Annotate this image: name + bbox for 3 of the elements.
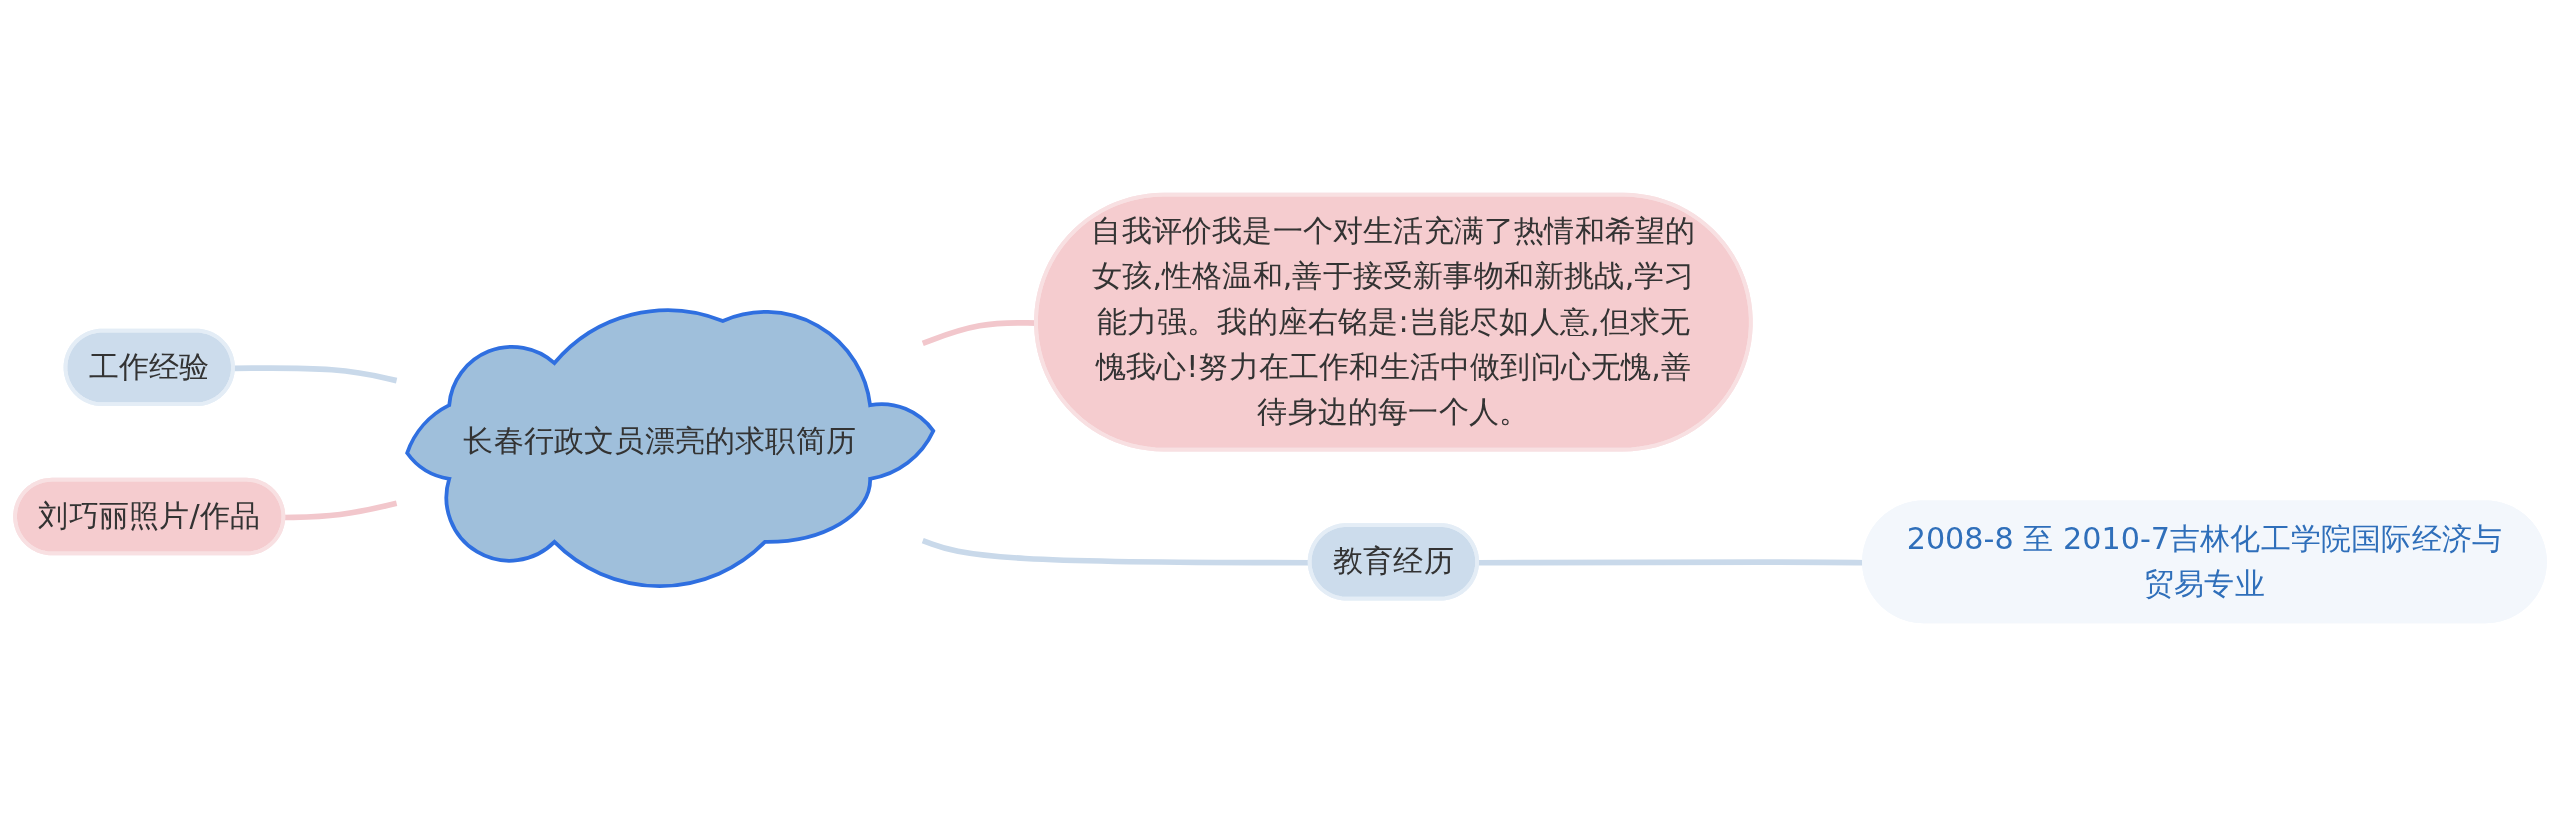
connector xyxy=(284,500,398,521)
connector xyxy=(233,365,398,384)
connector xyxy=(921,537,1311,566)
